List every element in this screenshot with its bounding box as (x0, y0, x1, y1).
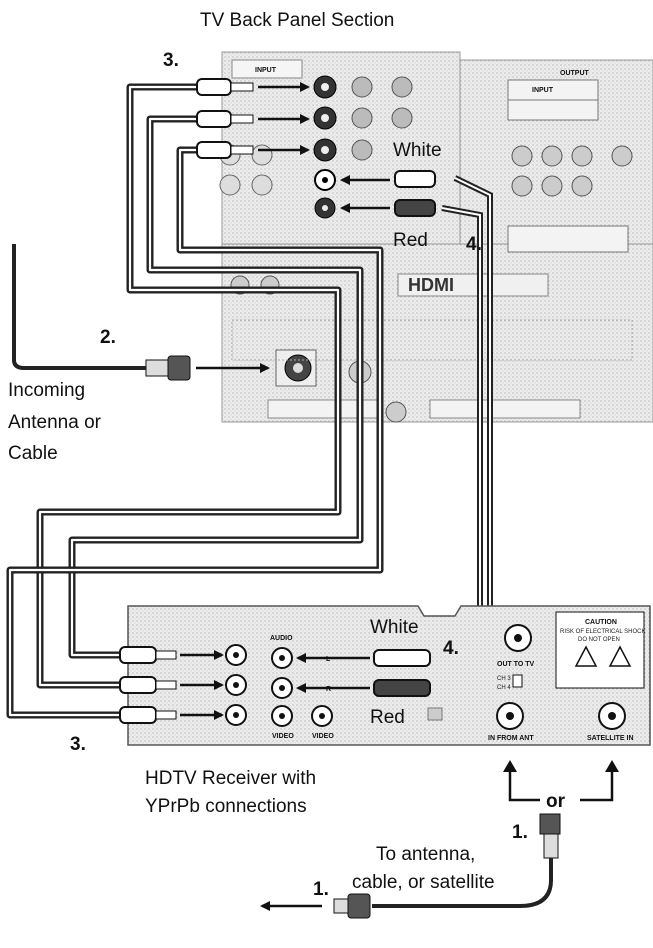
up-arrow-icon (503, 760, 517, 772)
incoming-antenna-cable (12, 244, 270, 381)
caution-line2: DO NOT OPEN (578, 637, 620, 643)
diagram-title: TV Back Panel Section (200, 10, 394, 31)
step-4-top-label: 4. (466, 234, 482, 255)
in-from-ant-label: IN FROM ANT (488, 735, 534, 742)
hdmi-label: HDMI (408, 275, 454, 295)
component-cables (6, 83, 384, 719)
receiver-caption-line1: HDTV Receiver with (145, 768, 316, 789)
step-2-label: 2. (100, 327, 116, 348)
ch3-label: CH 3 (497, 676, 511, 682)
caution-line1: RISK OF ELECTRICAL SHOCK (560, 629, 645, 635)
tv-audio-plugs (340, 170, 436, 217)
tv-component-plugs (196, 78, 310, 159)
receiver-caption-line2: YPrPb connections (145, 796, 307, 817)
shock-warning-icon (574, 645, 598, 667)
tv-output-label: OUTPUT (560, 70, 590, 77)
step-1-bottom-label: 1. (313, 879, 329, 900)
caution-title: CAUTION (585, 619, 617, 626)
tv-white-label: White (393, 140, 442, 161)
receiver-l-label: L (326, 656, 331, 663)
antenna-label-line3: Cable (8, 443, 58, 464)
satellite-in-label: SATELLITE IN (587, 735, 634, 742)
tv-input-header: INPUT (255, 67, 277, 74)
tv-back-panel: INPUT INPUT OUTPUT (219, 51, 653, 423)
receiver-white-label: White (370, 617, 419, 638)
receiver-r-label: R (326, 686, 331, 693)
antenna-label-line1: Incoming (8, 380, 85, 401)
destination-line2: cable, or satellite (352, 872, 495, 893)
ch4-label: CH 4 (497, 685, 511, 691)
receiver-video-label-2: VIDEO (312, 733, 334, 740)
step-3-bottom-label: 3. (70, 734, 86, 755)
outgoing-cable (260, 813, 561, 919)
caution-warning-icon (608, 645, 632, 667)
receiver-red-label: Red (370, 707, 405, 728)
receiver-video-label-1: VIDEO (272, 733, 294, 740)
or-label: or (546, 791, 566, 812)
receiver-audio-plugs (296, 649, 431, 697)
tv-red-label: Red (393, 230, 428, 251)
step-4-bottom-label: 4. (443, 638, 459, 659)
step-1-top-label: 1. (512, 822, 528, 843)
out-to-tv-label: OUT TO TV (497, 661, 535, 668)
hdtv-receiver: AUDIO VIDEO VIDEO L R OUT TO TV CH 3 CH … (127, 605, 651, 746)
antenna-label-line2: Antenna or (8, 412, 102, 433)
destination-line1: To antenna, (376, 844, 475, 865)
receiver-audio-label: AUDIO (270, 635, 293, 642)
up-arrow-icon (605, 760, 619, 772)
receiver-component-plugs (119, 646, 224, 724)
tv-input-group-label: INPUT (532, 87, 554, 94)
or-bracket: or (503, 760, 619, 812)
tv-component-jacks (313, 75, 413, 219)
step-3-top-label: 3. (163, 50, 179, 71)
